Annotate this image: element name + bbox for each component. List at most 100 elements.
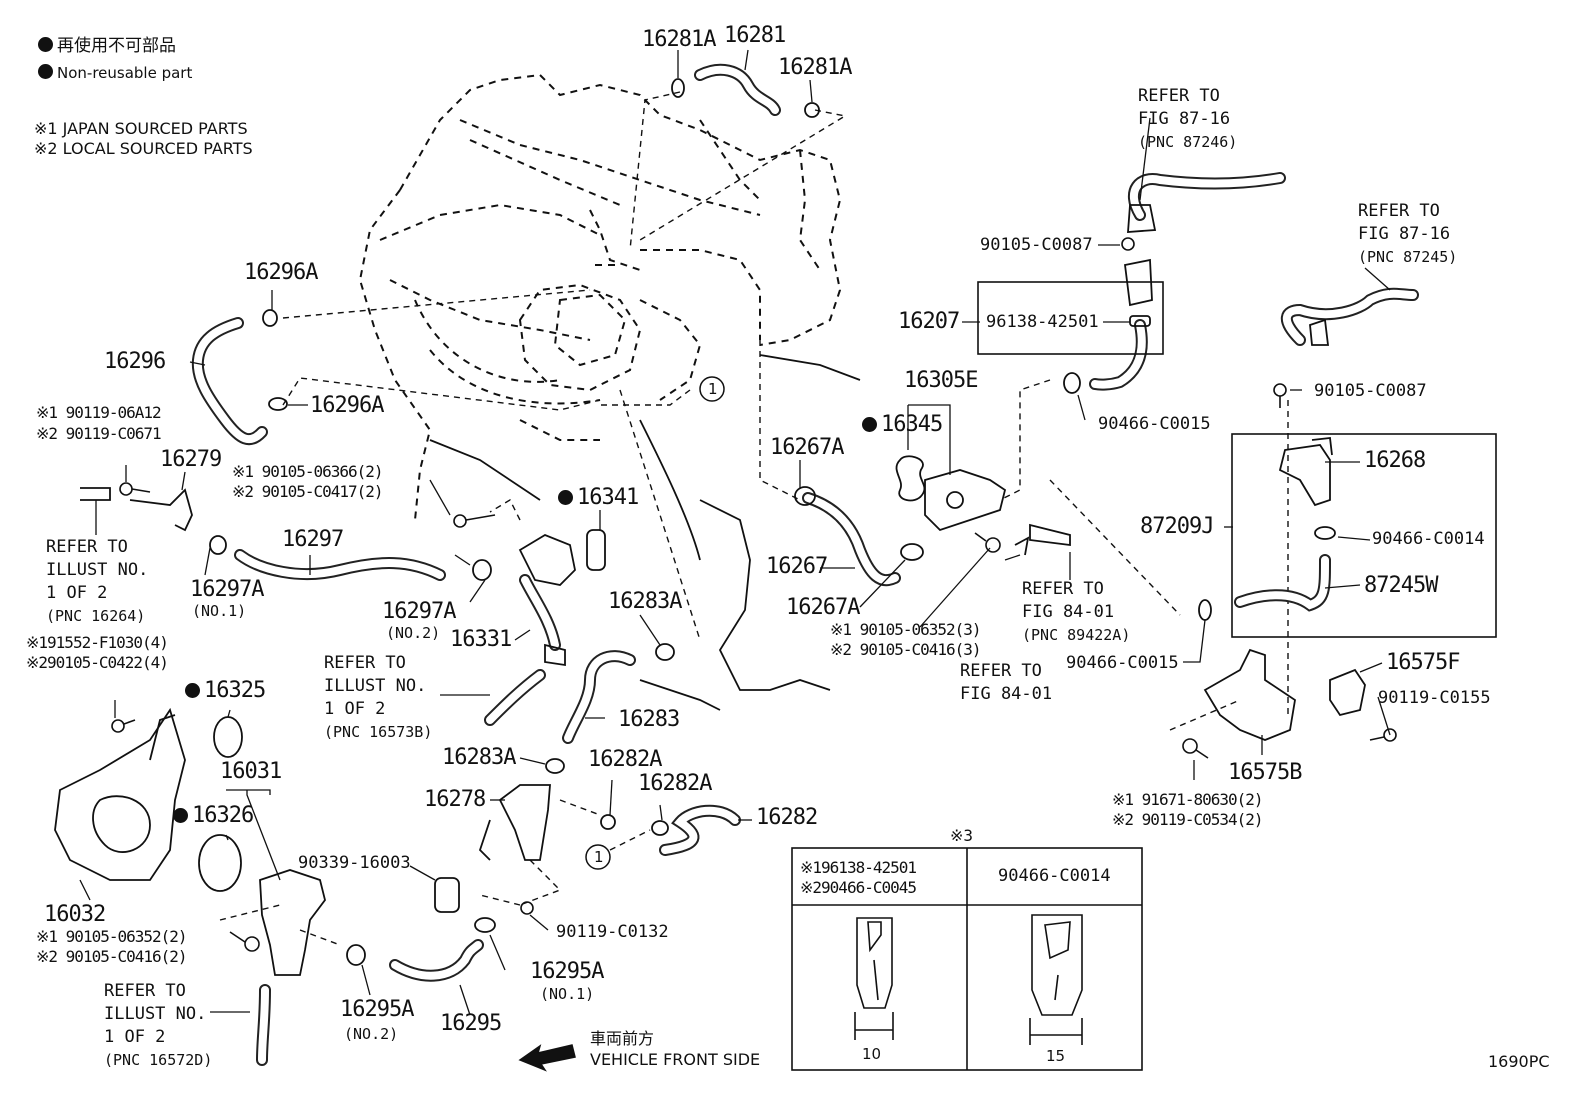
part-90105-C0087[interactable]: 90105-C0087 (980, 235, 1093, 255)
no1-label: (NO.1) (540, 985, 595, 1003)
clip-84-01 (1014, 536, 1030, 556)
part-16295[interactable]: 16295 (440, 1011, 502, 1036)
clamp-table-col1-line1: ※196138-42501 (800, 858, 917, 877)
part-16283A[interactable]: 16283A (608, 589, 682, 614)
part-16267A[interactable]: 16267A (770, 435, 844, 460)
bolt-90105-C0422-label[interactable]: ※290105-C0422(4) (26, 653, 169, 672)
bolt-90105-06352-b (974, 532, 1001, 553)
part-16326[interactable]: 16326 (173, 805, 254, 827)
bypass-90339-16003 (434, 877, 460, 913)
part-16575B[interactable]: 16575B (1228, 760, 1302, 785)
part-90466-C0014[interactable]: 90466-C0014 (1372, 529, 1485, 549)
part-16282A[interactable]: 16282A (588, 747, 662, 772)
note-japan-sourced: ※1 JAPAN SOURCED PARTS (34, 119, 248, 138)
bolt-90105-06352-label[interactable]: ※1 90105-06352(2) (36, 927, 188, 946)
part-16297A-no1[interactable]: 16297A (190, 577, 264, 602)
bolt-90105-06352-a (229, 931, 260, 952)
clamp-16282A-a (600, 814, 616, 830)
no2-label: (NO.2) (386, 624, 441, 642)
part-16296A[interactable]: 16296A (310, 393, 384, 418)
bolt-90105-06366-label[interactable]: ※1 90105-06366(2) (232, 462, 384, 481)
part-16032[interactable]: 16032 (44, 902, 106, 927)
part-16031[interactable]: 16031 (220, 759, 282, 784)
note-local-sourced: ※2 LOCAL SOURCED PARTS (34, 139, 253, 158)
bolt-90119-C0671-label[interactable]: ※2 90119-C0671 (36, 424, 162, 443)
clamp-16297A-no1 (209, 535, 227, 555)
hose-87245 (1280, 287, 1419, 346)
clamp-dim-10: 10 (862, 1045, 882, 1063)
refer-pnc-16572D[interactable]: REFER TO ILLUST NO. 1 OF 2 (PNC 16572D) (104, 981, 213, 1069)
oring-16326 (198, 834, 242, 892)
circle-marks (585, 376, 725, 870)
refer-fig-84-01[interactable]: REFER TO FIG 84-01 (960, 661, 1053, 704)
bracket-16575B (1203, 648, 1296, 741)
clamp-table-title: ※3 (950, 826, 974, 845)
part-90119-C0155[interactable]: 90119-C0155 (1378, 688, 1491, 708)
bolt-90119-06A12 (119, 482, 151, 496)
bolt-90105-C0417-label[interactable]: ※2 90105-C0417(2) (232, 482, 384, 501)
bolt-90119-06A12-label[interactable]: ※1 90119-06A12 (36, 403, 162, 422)
part-90339-16003[interactable]: 90339-16003 (298, 853, 411, 873)
part-16207[interactable]: 16207 (898, 309, 960, 334)
clamp-96138-42501 (1129, 315, 1151, 327)
leader-lines (79, 49, 1391, 1016)
part-87209J[interactable]: 87209J (1140, 514, 1214, 539)
part-96138-42501[interactable]: 96138-42501 (986, 312, 1099, 332)
non-reusable-dot-icon (558, 490, 573, 505)
part-16281A[interactable]: 16281A (778, 55, 852, 80)
part-16268[interactable]: 16268 (1364, 448, 1426, 473)
bracket-16279 (129, 488, 193, 532)
part-16325[interactable]: 16325 (185, 680, 266, 702)
bolt-90105-06366 (453, 514, 496, 528)
part-16283[interactable]: 16283 (618, 707, 680, 732)
clamp-90466-C0014 (1314, 526, 1336, 540)
clamp-16283A-b (545, 758, 565, 774)
clamp-table-col2: 90466-C0014 (998, 866, 1111, 886)
refer-pnc-87246[interactable]: REFER TO FIG 87-16 (PNC 87246) (1138, 86, 1238, 151)
figure-code: 1690PC (1488, 1052, 1550, 1071)
part-16295A-no1[interactable]: 16295A (530, 959, 604, 984)
part-16282A[interactable]: 16282A (638, 771, 712, 796)
non-reusable-dot-icon (185, 683, 200, 698)
part-16278[interactable]: 16278 (424, 787, 486, 812)
refer-pnc-16573B[interactable]: REFER TO ILLUST NO. 1 OF 2 (PNC 16573B) (324, 653, 433, 741)
part-16345[interactable]: 16345 (862, 414, 943, 436)
part-90466-C0015[interactable]: 90466-C0015 (1098, 414, 1211, 434)
part-90105-C0087[interactable]: 90105-C0087 (1314, 381, 1427, 401)
part-16283A[interactable]: 16283A (442, 745, 516, 770)
refer-pnc-87245[interactable]: REFER TO FIG 87-16 (PNC 87245) (1358, 201, 1458, 266)
part-16296A[interactable]: 16296A (244, 260, 318, 285)
part-87245W[interactable]: 87245W (1364, 573, 1438, 598)
bolt-90105-06352-label[interactable]: ※1 90105-06352(3) (830, 620, 982, 639)
part-16267[interactable]: 16267 (766, 554, 828, 579)
part-16281[interactable]: 16281 (724, 23, 786, 48)
refer-pnc-16264[interactable]: REFER TO ILLUST NO. 1 OF 2 (PNC 16264) (46, 537, 149, 625)
bolt-90105-C0416-label[interactable]: ※2 90105-C0416(2) (36, 947, 188, 966)
bolt-90119-C0534-label[interactable]: ※2 90119-C0534(2) (1112, 810, 1264, 829)
part-16297[interactable]: 16297 (282, 527, 344, 552)
part-16281A[interactable]: 16281A (642, 27, 716, 52)
pump-16032 (54, 707, 186, 881)
box-87209J (1231, 433, 1497, 638)
bolt-90105-C0416-label[interactable]: ※2 90105-C0416(3) (830, 640, 982, 659)
part-16267A[interactable]: 16267A (786, 595, 860, 620)
part-16279[interactable]: 16279 (160, 447, 222, 472)
clamp-16295A-no1 (474, 917, 496, 933)
refer-pnc-89422A[interactable]: REFER TO FIG 84-01 (PNC 89422A) (1022, 579, 1131, 644)
part-16295A-no2[interactable]: 16295A (340, 997, 414, 1022)
part-16296[interactable]: 16296 (104, 349, 166, 374)
legend-jp: 再使用不可部品 (38, 36, 176, 56)
part-16282[interactable]: 16282 (756, 805, 818, 830)
part-16331[interactable]: 16331 (450, 627, 512, 652)
bolt-91552-label[interactable]: ※191552-F1030(4) (26, 633, 169, 652)
part-16305E[interactable]: 16305E (904, 368, 978, 393)
part-90119-C0132[interactable]: 90119-C0132 (556, 922, 669, 942)
bolt-91671-label[interactable]: ※1 91671-80630(2) (1112, 790, 1264, 809)
part-16575F[interactable]: 16575F (1386, 650, 1460, 675)
clamp-dim-15: 15 (1046, 1047, 1066, 1065)
sensor-89422A (1029, 523, 1071, 547)
part-16341[interactable]: 16341 (558, 487, 639, 509)
bolt-91552 (111, 719, 136, 733)
part-90466-C0015[interactable]: 90466-C0015 (1066, 653, 1179, 673)
part-16297A-no2[interactable]: 16297A (382, 599, 456, 624)
